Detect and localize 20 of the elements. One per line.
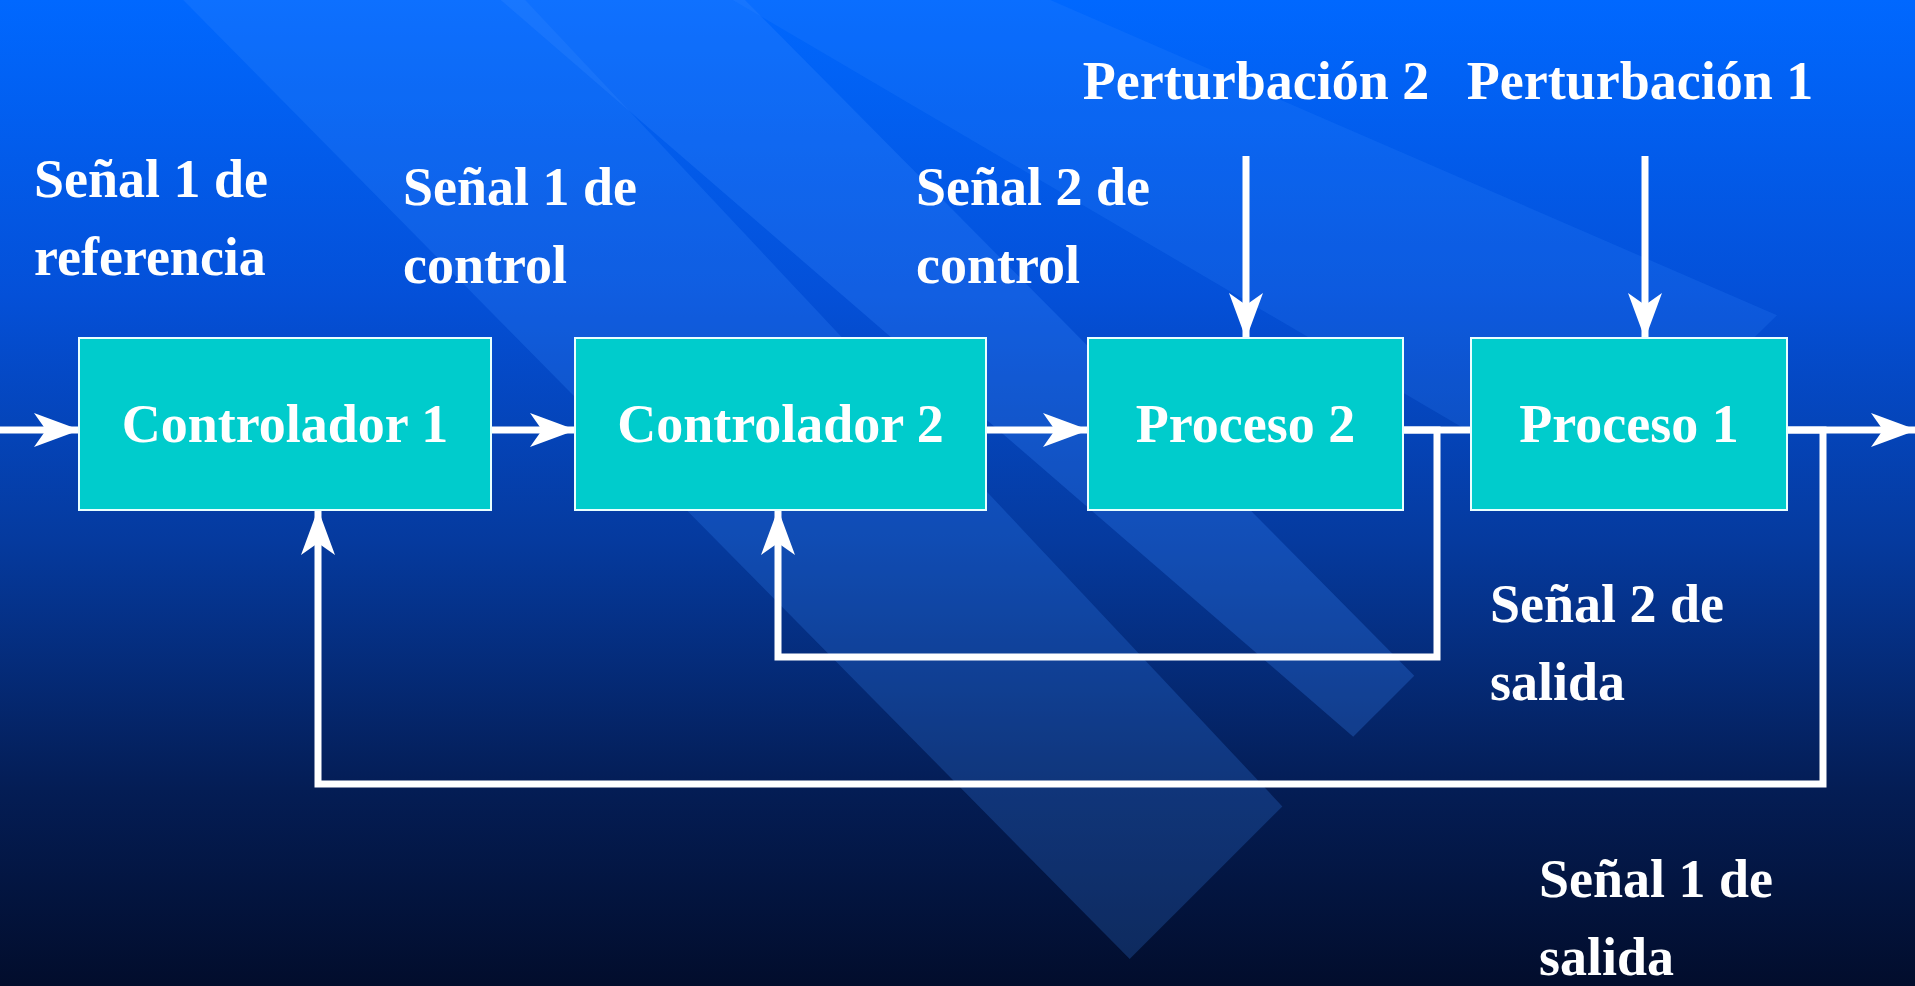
block-label: Proceso 2 xyxy=(1135,392,1356,456)
block-label: Controlador 2 xyxy=(617,392,944,456)
block-label: Proceso 1 xyxy=(1519,392,1739,456)
block-box xyxy=(78,337,492,511)
block-box xyxy=(1087,337,1404,511)
signal-label: Señal 1 de salida xyxy=(1539,848,1775,986)
signal-arrow xyxy=(0,413,80,447)
signal-label: Señal 1 de referencia xyxy=(34,148,270,290)
signal-arrow xyxy=(987,413,1089,447)
disturbance-label: Perturbación 1 xyxy=(1456,6,1824,156)
block-box xyxy=(1470,337,1788,511)
signal-label: Señal 2 de control xyxy=(916,156,1152,298)
signal-arrow xyxy=(301,426,1827,788)
block-box xyxy=(574,337,987,511)
signal-label: Señal 2 de salida xyxy=(1490,573,1726,715)
signal-arrow xyxy=(761,426,1441,661)
block-label: Controlador 1 xyxy=(121,392,449,456)
signal-label: Señal 1 de control xyxy=(403,156,639,298)
signal-arrow xyxy=(492,413,576,447)
disturbance-label: Perturbación 2 xyxy=(1072,6,1440,156)
